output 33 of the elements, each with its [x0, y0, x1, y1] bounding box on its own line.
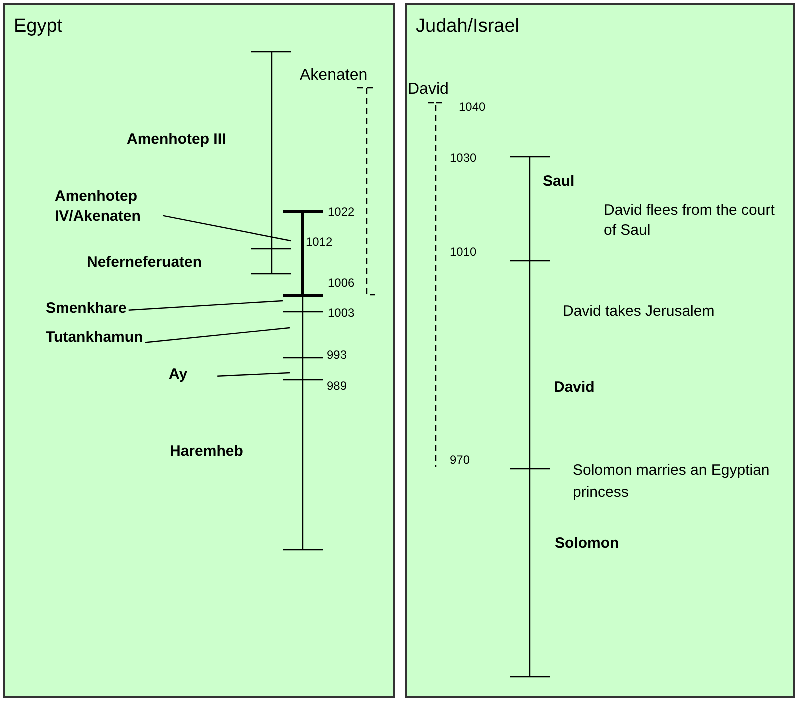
ruler-name: Haremheb — [170, 442, 244, 462]
period-label: Akenaten — [300, 66, 368, 86]
year-label: 989 — [327, 378, 348, 395]
ruler-name: Smenkhare — [46, 298, 127, 320]
ruler-name: Solomon — [555, 534, 620, 554]
ruler-name: Amenhotep III — [127, 130, 226, 150]
egypt-panel — [3, 3, 395, 698]
year-label: 1010 — [450, 244, 477, 261]
year-label: 1030 — [450, 150, 477, 167]
leader-line — [128, 300, 284, 311]
year-label: 970 — [450, 452, 470, 469]
event-note: David flees from the court of Saul — [604, 201, 776, 241]
leader-line — [145, 327, 290, 344]
year-label: 1006 — [328, 275, 355, 292]
period-label: David — [408, 80, 449, 100]
panel-title: Judah/Israel — [416, 15, 520, 39]
leader-line — [218, 372, 290, 377]
year-label: 1022 — [328, 204, 355, 221]
year-label: 1040 — [459, 99, 486, 116]
ruler-name: Tutankhamun — [46, 327, 144, 350]
event-note: David takes Jerusalem — [563, 302, 715, 322]
panel-title: Egypt — [14, 15, 63, 39]
leader-line — [162, 215, 292, 242]
year-label: 993 — [327, 347, 348, 364]
ruler-name: Saul — [543, 172, 575, 192]
judah-israel-panel — [405, 3, 795, 698]
event-note: Solomon marries an Egyptian princess — [573, 461, 771, 503]
year-label: 1003 — [328, 305, 355, 322]
year-label: 1012 — [306, 234, 333, 251]
ruler-name: Amenhotep IV/Akenaten — [55, 187, 165, 227]
ruler-name: David — [554, 378, 595, 398]
ruler-name: Neferneferuaten — [87, 253, 202, 273]
ruler-name: Ay — [169, 364, 188, 386]
